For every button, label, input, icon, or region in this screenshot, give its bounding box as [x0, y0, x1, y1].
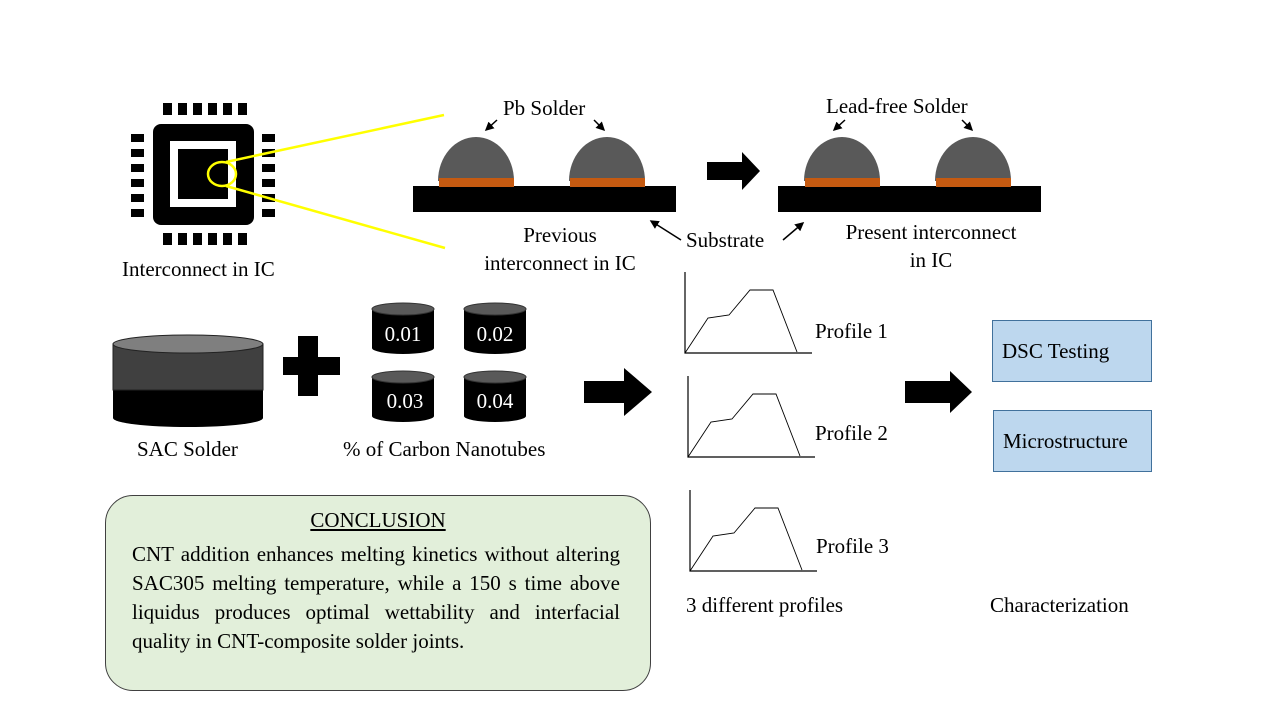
profile-graphs — [684, 272, 817, 572]
characterization-caption: Characterization — [990, 593, 1129, 617]
present-caption-line2: in IC — [909, 248, 953, 272]
cnt-value-3: 0.03 — [386, 389, 424, 413]
substrate-label: Substrate — [686, 228, 765, 252]
microstructure-box: Microstructure — [993, 410, 1152, 472]
cnt-can-icon — [463, 302, 527, 354]
conclusion-body: CNT addition enhances melting kinetics w… — [132, 542, 620, 653]
profile-2-label: Profile 2 — [815, 421, 888, 445]
sac-solder-label: SAC Solder — [137, 437, 238, 461]
conclusion-box: CONCLUSION CNT addition enhances melting… — [105, 495, 651, 691]
cnt-can-icon — [463, 370, 527, 422]
zoom-callout — [206, 113, 446, 250]
solder-pad — [805, 178, 880, 187]
solder-pad — [570, 178, 645, 187]
conclusion-title: CONCLUSION — [310, 508, 446, 532]
cnt-can-icon — [371, 302, 435, 354]
cnt-can-icon — [371, 370, 435, 422]
substrate — [413, 186, 676, 212]
cnt-label: % of Carbon Nanotubes — [343, 437, 546, 461]
ic-chip-icon — [131, 103, 275, 245]
solder-ball — [569, 137, 645, 181]
pointer-arrows — [484, 119, 974, 241]
arrow-right-icon — [707, 152, 760, 190]
solder-ball — [438, 137, 514, 181]
previous-caption-line2: interconnect in IC — [484, 251, 636, 275]
solder-pad — [936, 178, 1011, 187]
previous-caption-line1: Previous — [523, 223, 597, 247]
present-caption-line1: Present interconnect — [845, 220, 1017, 244]
profile-1-label: Profile 1 — [815, 319, 888, 343]
present-interconnect-illustration — [778, 137, 1041, 212]
cnt-value-2: 0.02 — [476, 322, 514, 346]
lead-free-solder-label: Lead-free Solder — [826, 94, 968, 118]
cnt-value-4: 0.04 — [476, 389, 514, 413]
plus-icon — [283, 336, 340, 396]
solder-pad — [439, 178, 514, 187]
profiles-caption: 3 different profiles — [686, 593, 844, 617]
profile-graph-3 — [689, 490, 817, 572]
ic-label: Interconnect in IC — [122, 257, 275, 281]
arrow-right-icon — [584, 368, 652, 416]
substrate — [778, 186, 1041, 212]
cnt-containers — [371, 302, 527, 422]
pb-solder-label: Pb Solder — [503, 96, 586, 120]
profile-graph-1 — [684, 272, 812, 354]
arrow-right-icon — [905, 371, 972, 413]
previous-interconnect-illustration — [413, 137, 676, 212]
cnt-value-1: 0.01 — [384, 322, 422, 346]
profile-graph-2 — [687, 376, 815, 458]
solder-ball — [935, 137, 1011, 181]
solder-ball — [804, 137, 880, 181]
dsc-testing-box: DSC Testing — [992, 320, 1152, 382]
profile-3-label: Profile 3 — [816, 534, 889, 558]
sac-solder-cylinder-icon — [112, 334, 264, 427]
